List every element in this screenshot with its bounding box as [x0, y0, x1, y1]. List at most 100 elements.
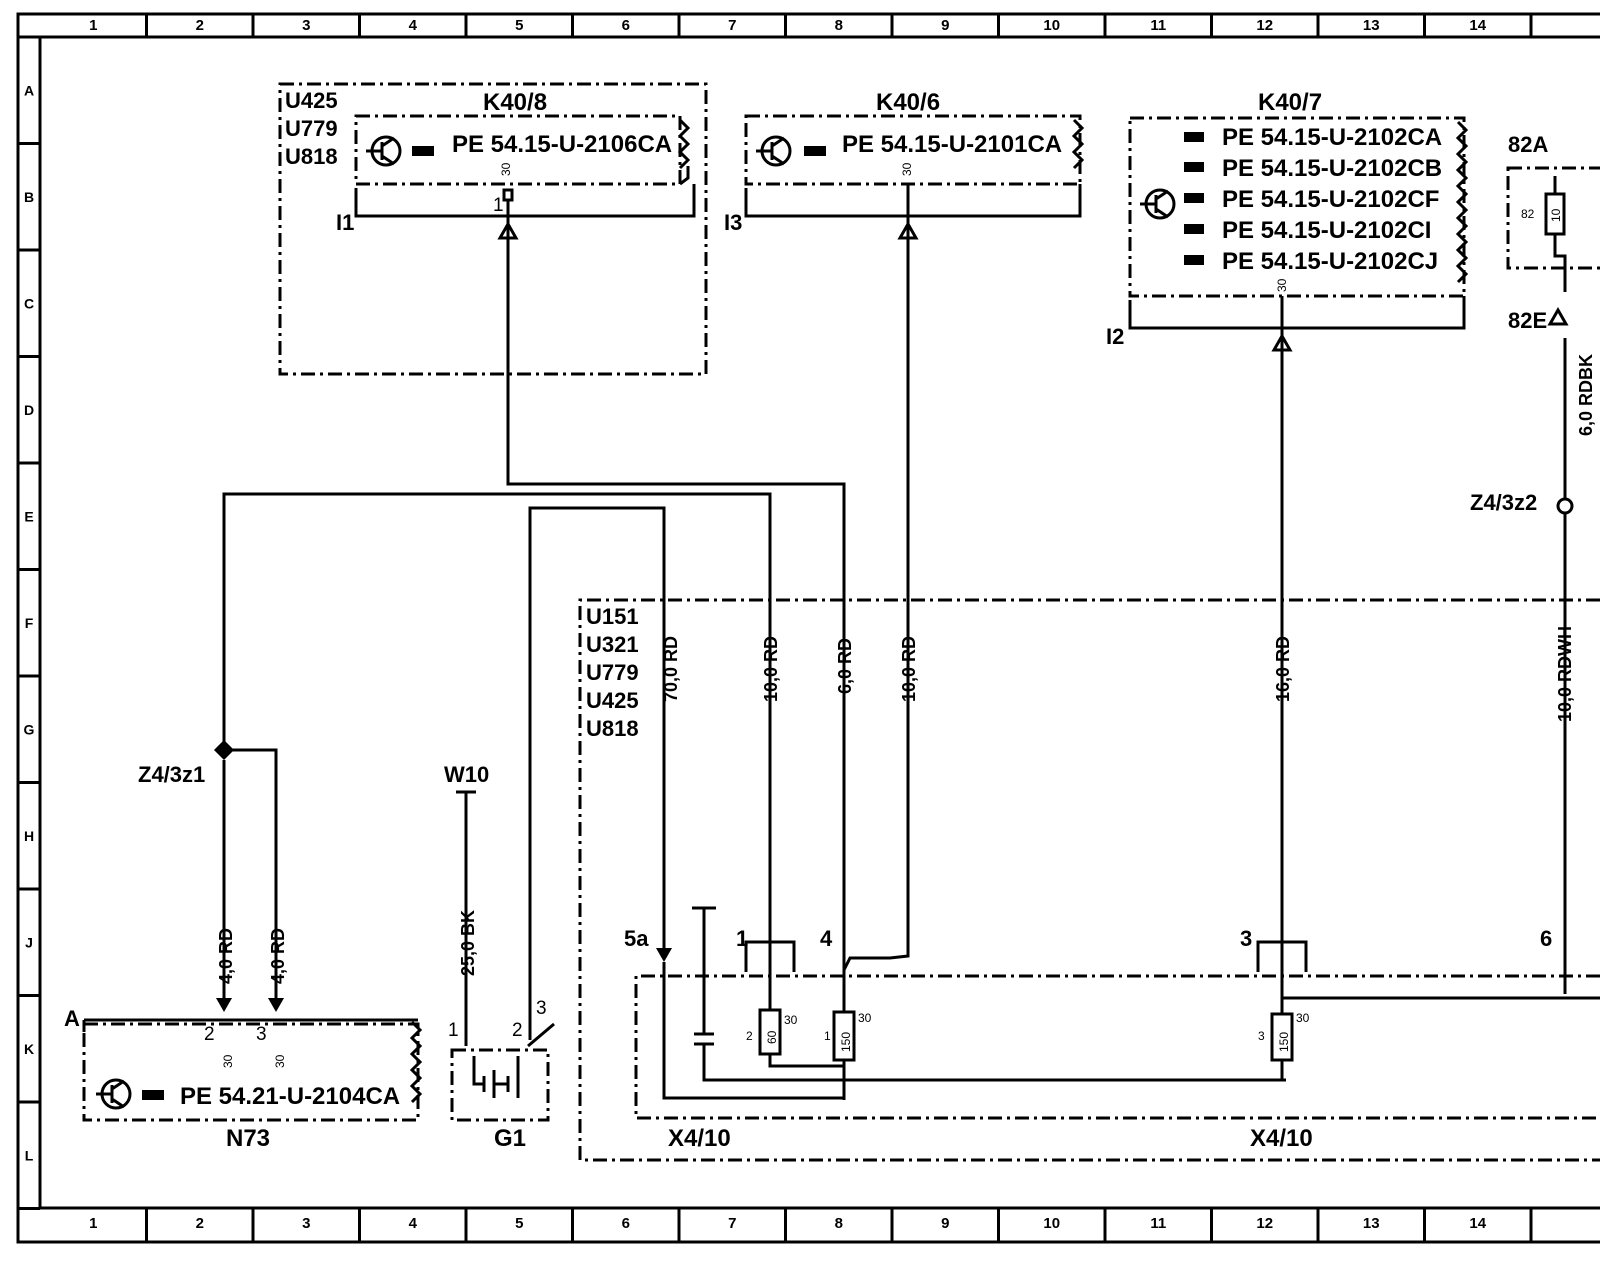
wire-network — [214, 216, 1574, 1040]
k40-6-pe-ref: PE 54.15-U-2101CA — [842, 131, 1062, 158]
grid-row-label: C — [24, 295, 34, 311]
grid-column-label: 8 — [835, 1215, 843, 1232]
fuse-82-rating: 10 — [1549, 208, 1563, 222]
wire-label: 10,0 RD — [761, 636, 781, 702]
grid-row-label: E — [24, 508, 33, 524]
fuse-rating: 60 — [765, 1030, 779, 1044]
resistor-zigzag — [677, 118, 691, 170]
u151-code: U321 — [586, 632, 639, 657]
k40-8-ground-label: I1 — [336, 210, 354, 235]
fuse-82[interactable]: 82A 10 82 82E — [1506, 132, 1600, 333]
wire-label: 6,0 RDBK — [1576, 354, 1596, 436]
resistor-zigzag — [1455, 120, 1469, 284]
grid-row-label: A — [24, 82, 34, 98]
grid-column-label: 14 — [1469, 1215, 1486, 1232]
k40-8-pe-ref: PE 54.15-U-2106CA — [452, 131, 672, 158]
grid-row-label: F — [25, 615, 34, 631]
fuse-82-pin: 82 — [1521, 207, 1535, 221]
grid-column-label: 11 — [1150, 1215, 1166, 1232]
wire-label: 16,0 RD — [1273, 636, 1293, 702]
module-n73[interactable]: A 2 3 30 30 PE 54.21-U-2104CA N73 — [64, 998, 423, 1152]
x4-10-label: X4/10 — [1250, 1125, 1313, 1152]
grid-row-label: H — [24, 828, 34, 844]
ground-w10: W10 — [444, 762, 489, 1046]
fuse-box-k40-6[interactable]: K40/6 PE 54.15-U-2101CA I3 30 — [724, 89, 1085, 235]
grid-row-label: G — [24, 721, 35, 737]
k40-7-pe-ref: PE 54.15-U-2102CA — [1222, 124, 1442, 151]
grid-column-label: 10 — [1043, 17, 1060, 34]
splice-z4-3z2-label: Z4/3z2 — [1470, 490, 1537, 515]
grid-column-label: 7 — [728, 17, 736, 34]
fuse-pin: 1 — [824, 1029, 831, 1043]
grid-column-label: 5 — [515, 1215, 523, 1232]
grid-column-label: 3 — [302, 1215, 310, 1232]
battery-g1[interactable]: 1 2 3 G1 — [448, 998, 555, 1152]
grid-column-label: 12 — [1256, 1215, 1273, 1232]
u151-code: U779 — [586, 660, 639, 685]
fuse-terminal: 30 — [858, 1011, 872, 1025]
u151-code: U818 — [586, 716, 639, 741]
n73-terminal: 30 — [273, 1054, 287, 1068]
u151-code: U151 — [586, 604, 639, 629]
n73-pe-ref: PE 54.21-U-2104CA — [180, 1083, 400, 1110]
k40-7-pe-ref: PE 54.15-U-2102CI — [1222, 217, 1431, 244]
k40-8-code: U425 — [285, 88, 338, 113]
k40-6-ground-label: I3 — [724, 210, 742, 235]
fuse-rating: 150 — [1277, 1032, 1291, 1052]
fuse-box-k40-7[interactable]: K40/7 PE 54.15-U-2102CA PE 54.15-U-2102C… — [1106, 89, 1469, 349]
grid-column-label: 13 — [1363, 1215, 1380, 1232]
grid-column-label: 3 — [302, 17, 310, 34]
u151-code: U425 — [586, 688, 639, 713]
x4-10-pin: 5a — [624, 926, 649, 951]
wire-label: 6,0 RD — [835, 638, 855, 694]
fuse-pin: 2 — [746, 1029, 753, 1043]
transistor-icon — [96, 1078, 132, 1110]
g1-pin: 1 — [448, 1020, 459, 1041]
transistor-icon — [1140, 188, 1176, 220]
region-u151: U151 U321 U779 U425 U818 — [578, 598, 1600, 1162]
k40-6-terminal: 30 — [900, 162, 914, 176]
grid-column-label: 6 — [622, 17, 630, 34]
fuse-box-k40-8[interactable]: U425 U779 U818 K40/8 PE 54.15-U-2106CA I… — [278, 82, 708, 376]
fuse-pin: 3 — [1258, 1029, 1265, 1043]
grid-column-label: 12 — [1256, 17, 1273, 34]
fuse-rating: 150 — [839, 1032, 853, 1052]
n73-label: N73 — [226, 1125, 270, 1152]
grid-column-label: 13 — [1363, 17, 1380, 34]
drawing-frame — [16, 12, 1600, 1244]
w10-label: W10 — [444, 762, 489, 787]
k40-7-pe-ref: PE 54.15-U-2102CJ — [1222, 248, 1438, 275]
k40-7-terminal: 30 — [1275, 278, 1289, 292]
grid-column-label: 4 — [409, 17, 418, 34]
g1-pin: 2 — [512, 1020, 523, 1041]
grid-column-label: 9 — [941, 1215, 949, 1232]
k40-8-code: U818 — [285, 144, 338, 169]
k40-7-ground-label: I2 — [1106, 324, 1124, 349]
connector-x4-10[interactable]: X4/10 X4/10 5a 1 4 3 6 60 2 30 150 1 30 … — [624, 906, 1600, 1152]
wire-labels: 70,0 RD 10,0 RD 6,0 RD 10,0 RD 16,0 RD 1… — [216, 354, 1596, 984]
grid-column-label: 11 — [1150, 17, 1166, 34]
wire-label: 70,0 RD — [661, 636, 681, 702]
n73-connector-label: A — [64, 1006, 80, 1031]
reference-pointer-icon — [412, 146, 434, 156]
wire-label: 25,0 BK — [458, 910, 478, 976]
x4-10-pin: 6 — [1540, 926, 1552, 951]
grid-column-label: 8 — [835, 17, 843, 34]
grid-column-label: 6 — [622, 1215, 630, 1232]
n73-terminal: 30 — [221, 1054, 235, 1068]
grid-column-label: 9 — [941, 17, 949, 34]
k40-7-label: K40/7 — [1258, 89, 1322, 116]
reference-pointer-icon — [1184, 132, 1204, 265]
x4-10-label: X4/10 — [668, 1125, 731, 1152]
reference-pointer-icon — [804, 146, 826, 156]
fuse-82-top-label: 82A — [1508, 132, 1548, 157]
reference-pointer-icon — [142, 1090, 164, 1100]
grid-row-label: K — [24, 1041, 34, 1057]
k40-6-label: K40/6 — [876, 89, 940, 116]
grid-column-label: 10 — [1043, 1215, 1060, 1232]
grid-column-label: 14 — [1469, 17, 1486, 34]
k40-8-terminal: 30 — [499, 162, 513, 176]
